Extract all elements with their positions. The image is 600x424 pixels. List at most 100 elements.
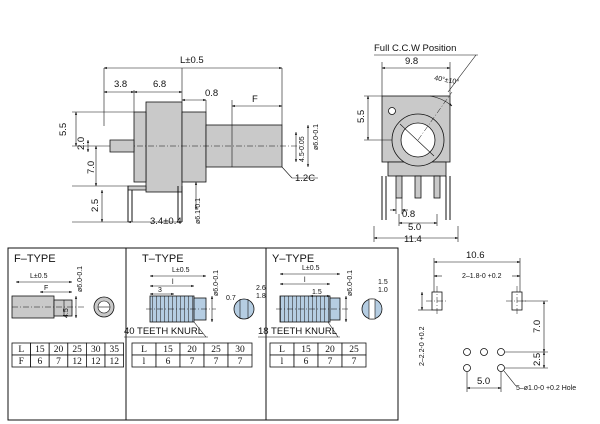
y-type-1-0: 1.0 (378, 287, 388, 294)
pin-left (395, 175, 403, 199)
dim-3-4: 3.4±0.4 (150, 216, 182, 227)
table-cell-text: 25 (349, 345, 359, 355)
t-type-title: T–TYPE (142, 253, 184, 265)
locating-hole (388, 107, 396, 115)
terminal-rear (109, 139, 135, 153)
y-type-length: L±0.5 (302, 265, 320, 272)
t-type-0-7: 0.7 (226, 295, 236, 302)
pcb-dim-10-6: 10.6 (466, 250, 485, 261)
pcb-hole-3 (497, 348, 505, 356)
dim-0-8-right: 0.8 (402, 209, 415, 220)
f-type-4-5: 4.5 (63, 308, 70, 318)
table-cell-text: 12 (72, 357, 82, 367)
dim-11-4: 11.4 (404, 234, 422, 245)
pcb-dim-5-0: 5.0 (477, 376, 490, 387)
side-view: L±0.5 3.8 6.8 0.8 F 5.5 2.0 7.0 2.5 3.4±… (58, 55, 320, 227)
table-cell-text: 30 (235, 345, 245, 355)
dim-5-0: 5.0 (408, 222, 421, 233)
table-cell-text: L (141, 345, 147, 355)
dim-2-5: 2.5 (90, 199, 101, 212)
table-cell-text: 30 (91, 345, 101, 355)
y-type-title: Y–TYPE (272, 253, 314, 265)
shaft-types-panel (7, 247, 399, 421)
t-type-3: 3 (158, 287, 162, 294)
f-type-f-label: F (44, 285, 48, 292)
table-cell-text: 25 (211, 345, 221, 355)
dim-0-8: 0.8 (205, 88, 218, 99)
pcb-hole-2 (480, 348, 488, 356)
table-cell-text: 15 (163, 345, 173, 355)
dim-5-5: 5.5 (58, 123, 69, 136)
position-label: Full C.C.W Position (374, 43, 456, 54)
table-cell-text: l (281, 357, 284, 367)
table-cell-text: F (19, 357, 24, 367)
pcb-layout: 10.6 2–1.8-0 +0.2 7.0 2.5 2–2.2-0 +0.2 5… (418, 250, 576, 392)
table-cell-text: L (18, 345, 24, 355)
housing-body (145, 101, 183, 193)
f-type-title: F–TYPE (14, 253, 56, 265)
pcb-dim-2-2: 2–2.2-0 +0.2 (419, 326, 426, 366)
pcb-dim-2-5: 2.5 (532, 353, 543, 366)
y-type-1-5-right: 1.5 (378, 279, 388, 286)
pcb-hole-label: 5–ø1.0-0 +0.2 Hole (516, 385, 576, 392)
table-cell-text: 15 (35, 345, 45, 355)
y-type-section: Y–TYPE L±0.5 l 1.5 ø6.0-0.1 1.5 1.0 18 T… (258, 253, 388, 368)
table-cell (341, 354, 367, 368)
pcb-hole-4 (463, 364, 471, 372)
t-type-section: T–TYPE L±0.5 l 3 ø6.0-0.1 0.7 2.6 1.8 40… (124, 253, 266, 368)
dim-angle: 40°±10° (434, 74, 460, 86)
table-cell-text: L (279, 345, 285, 355)
table-cell-text: 12 (110, 357, 120, 367)
table-cell (104, 354, 125, 368)
pcb-dim-slot: 2–1.8-0 +0.2 (462, 273, 502, 280)
table-cell-text: 20 (325, 345, 335, 355)
t-type-knurl-label: 40 TEETH KNURL (124, 326, 203, 337)
table-cell-text: 7 (352, 357, 357, 367)
dim-shaft-dia: ø6.0-0.1 (313, 124, 320, 150)
y-type-1-5: 1.5 (312, 289, 322, 296)
t-type-dia: ø6.0-0.1 (213, 270, 220, 296)
table-cell-text: 12 (91, 357, 101, 367)
y-type-knurl-label: 18 TEETH KNURL (258, 326, 337, 337)
table-cell-text: l (143, 357, 146, 367)
f-type-dia: ø6.0-0.1 (77, 266, 84, 292)
t-type-2-6: 2.6 (256, 285, 266, 292)
pin-right (433, 175, 441, 199)
t-type-length: L±0.5 (172, 267, 190, 274)
dim-6-8: 6.8 (153, 79, 166, 90)
table-cell-text: 25 (72, 345, 82, 355)
pin-center (414, 175, 422, 199)
dim-f: F (252, 94, 258, 105)
bushing (181, 111, 207, 183)
table-cell (227, 354, 253, 368)
dim-length: L±0.5 (180, 55, 204, 66)
table-cell-text: 6 (166, 357, 171, 367)
y-type-dia: ø6.0-0.1 (347, 270, 354, 296)
table-cell-text: 15 (301, 345, 311, 355)
dim-chamfer: 1.2C (295, 173, 315, 184)
table-cell-text: 35 (110, 345, 120, 355)
table-cell-text: 7 (214, 357, 219, 367)
dim-flat-dia: 4.5-0.05 (299, 136, 306, 162)
t-type-end-view (233, 298, 255, 320)
table-cell-text: 20 (187, 345, 197, 355)
y-type-l: l (304, 277, 306, 284)
dim-7-0: 7.0 (86, 161, 97, 174)
housing-back (133, 111, 147, 183)
dim-5-5-right: 5.5 (356, 110, 367, 123)
f-type-length: L±0.5 (30, 273, 48, 280)
table-cell-text: 7 (56, 357, 61, 367)
table-cell-text: 6 (304, 357, 309, 367)
table-cell-text: 20 (54, 345, 64, 355)
t-type-l: l (172, 279, 174, 286)
front-view: Full C.C.W Position 40°±10° 9.8 5.5 (356, 43, 478, 245)
t-type-1-8: 1.8 (256, 293, 266, 300)
y-type-table: L 15 20 25 l 6 7 7 (269, 342, 367, 368)
dim-2-0: 2.0 (76, 137, 87, 150)
table-cell-text: 7 (328, 357, 333, 367)
pcb-hole-5 (497, 364, 505, 372)
